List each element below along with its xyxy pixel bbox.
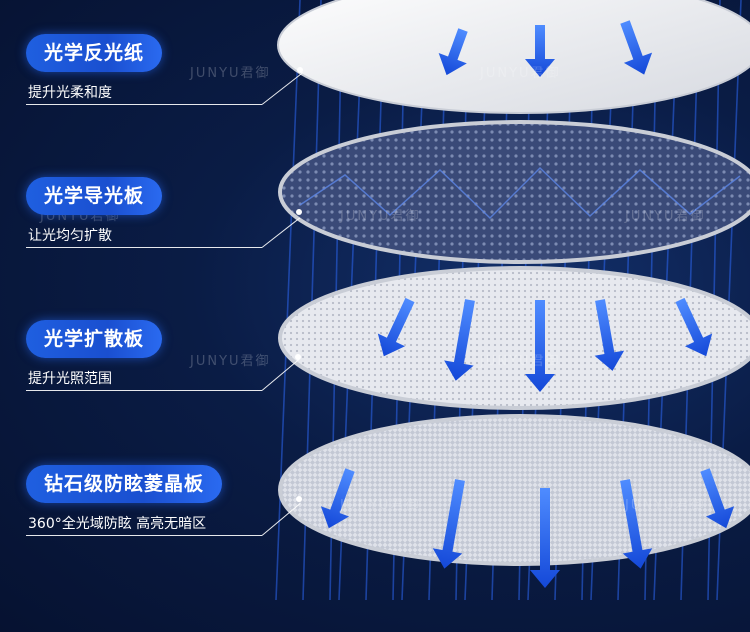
watermark: JUNYU君御 bbox=[190, 354, 271, 369]
light-arrow bbox=[620, 479, 653, 569]
layer-title: 光学反光纸 bbox=[26, 34, 163, 72]
layer-description: 提升光照范围 bbox=[28, 371, 112, 387]
layer-label-diffuser: 光学扩散板 提升光照范围 bbox=[26, 320, 326, 388]
diamond-panel-disc bbox=[278, 414, 750, 566]
layer-description: 让光均匀扩散 bbox=[28, 228, 112, 244]
light-arrow bbox=[432, 479, 465, 569]
watermark: JUNYU君御 bbox=[340, 498, 421, 513]
layer-label-reflective-paper: 光学反光纸 提升光柔和度 bbox=[26, 34, 326, 102]
light-arrow bbox=[700, 468, 735, 529]
light-arrow bbox=[438, 28, 468, 76]
callout-line bbox=[26, 104, 262, 105]
light-arrow bbox=[675, 297, 713, 357]
light-arrow bbox=[530, 488, 560, 588]
layer-label-light-guide: 光学导光板 让光均匀扩散 bbox=[26, 177, 326, 245]
light-arrow bbox=[377, 297, 415, 357]
light-arrow bbox=[525, 300, 555, 392]
diffuser-disc bbox=[278, 266, 750, 410]
layer-description: 提升光柔和度 bbox=[28, 85, 112, 101]
watermark: JUNYU君御 bbox=[190, 66, 271, 81]
watermark: JUNYU君御 bbox=[480, 66, 561, 81]
layer-description: 360°全光域防眩 高亮无暗区 bbox=[28, 516, 207, 532]
reflective-paper-disc bbox=[277, 0, 750, 114]
callout-dot bbox=[297, 67, 303, 73]
watermark: JUNYU君御 bbox=[625, 209, 706, 224]
watermark: JUNYU君御 bbox=[625, 498, 706, 513]
light-arrows bbox=[320, 20, 735, 588]
watermark: JUNYU君御 bbox=[340, 209, 421, 224]
callout-dot bbox=[296, 496, 302, 502]
callout-line bbox=[26, 535, 262, 536]
layer-title: 光学扩散板 bbox=[26, 320, 163, 358]
light-arrow bbox=[620, 20, 653, 75]
layer-title: 光学导光板 bbox=[26, 177, 163, 215]
light-arrow bbox=[444, 299, 475, 381]
callout-line bbox=[26, 247, 262, 248]
light-arrow bbox=[594, 299, 625, 371]
light-arrow bbox=[320, 468, 355, 529]
callout-line bbox=[26, 390, 262, 391]
callout-dot bbox=[295, 354, 301, 360]
callout-dot bbox=[296, 209, 302, 215]
light-arrow bbox=[525, 25, 555, 77]
watermark: JUNYU君御 bbox=[480, 354, 561, 369]
layer-title: 钻石级防眩菱晶板 bbox=[26, 465, 223, 503]
guide-zigzag bbox=[299, 166, 741, 220]
layer-label-diamond-panel: 钻石级防眩菱晶板 360°全光域防眩 高亮无暗区 bbox=[26, 465, 326, 533]
